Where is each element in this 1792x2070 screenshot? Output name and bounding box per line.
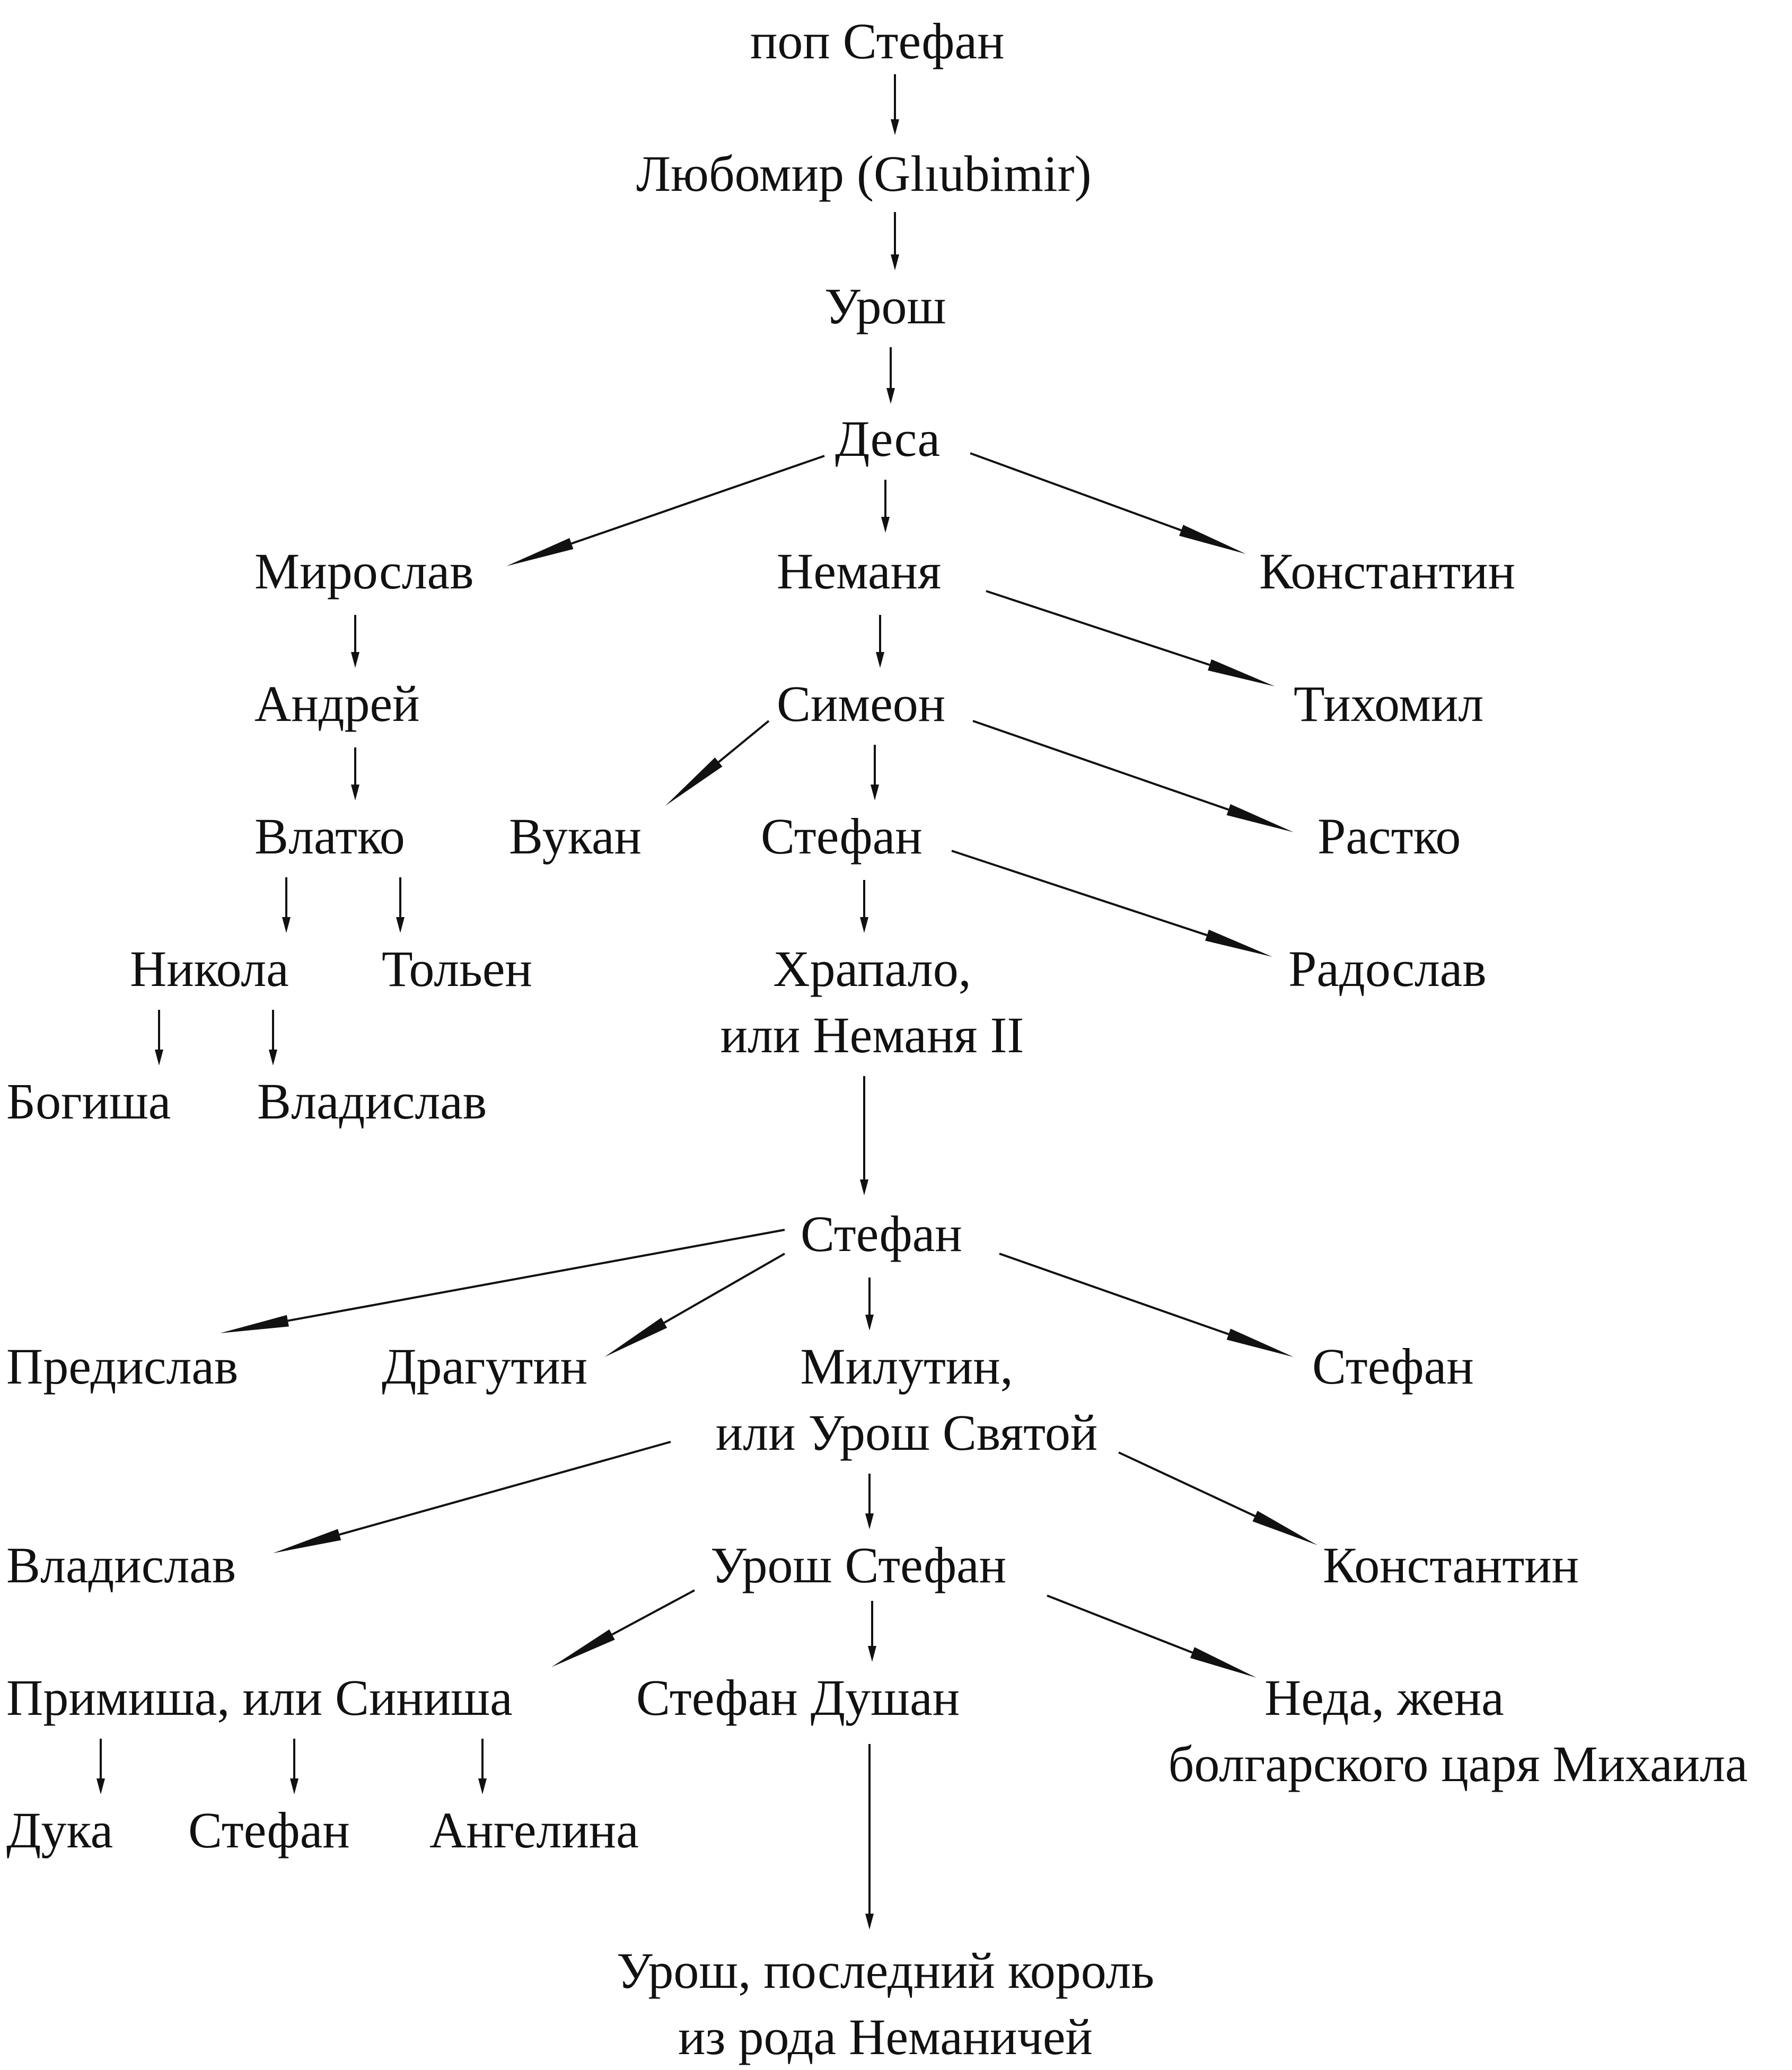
arrowhead-17 bbox=[155, 1050, 163, 1065]
connector-line-5 bbox=[970, 452, 1182, 532]
connector-line-10 bbox=[718, 720, 770, 763]
node-lyubomir: Любомир (Glıubimir) bbox=[636, 145, 1092, 202]
node-vukan: Вукан bbox=[509, 808, 642, 865]
connector-line-29 bbox=[1047, 1595, 1193, 1654]
connector-line-3 bbox=[571, 455, 825, 545]
arrowhead-20 bbox=[220, 1315, 289, 1333]
node-simeon: Симеон bbox=[777, 675, 946, 732]
node-neda-line-1: Неда, жена bbox=[1264, 1669, 1504, 1726]
arrowhead-27 bbox=[551, 1629, 615, 1667]
connector-line-16 bbox=[951, 850, 1208, 937]
arrowhead-5 bbox=[1179, 525, 1246, 554]
arrowhead-15 bbox=[860, 917, 868, 933]
node-konstantin-2: Константин bbox=[1323, 1537, 1579, 1593]
node-urosh-last-line-2: из рода Неманичей bbox=[678, 2009, 1093, 2065]
arrowhead-14 bbox=[396, 917, 405, 933]
node-vlatko: Влатко bbox=[254, 808, 405, 865]
connector-line-27 bbox=[611, 1589, 695, 1636]
connector-line-26 bbox=[1118, 1451, 1256, 1517]
node-predislav: Предислав bbox=[6, 1338, 239, 1395]
arrowhead-8 bbox=[1208, 659, 1275, 686]
arrowhead-23 bbox=[1226, 1328, 1294, 1357]
arrowhead-9 bbox=[351, 785, 359, 800]
arrowhead-0 bbox=[891, 119, 899, 135]
arrowhead-11 bbox=[871, 785, 879, 800]
node-nemanya: Неманя bbox=[777, 543, 942, 600]
node-desa: Деса bbox=[835, 410, 941, 467]
node-neda-line-2: болгарского царя Михаила bbox=[1168, 1736, 1748, 1792]
node-vladislav-1: Владислав bbox=[257, 1073, 487, 1130]
arrowhead-22 bbox=[865, 1315, 874, 1331]
arrowhead-26 bbox=[1252, 1511, 1317, 1545]
node-urosh-1: Урош bbox=[824, 278, 946, 334]
node-duka: Дука bbox=[6, 1802, 113, 1858]
arrowhead-18 bbox=[269, 1050, 277, 1065]
node-urosh-last: Урош, последний король из рода Неманичей bbox=[573, 1937, 1198, 2070]
node-dragutin: Драгутин bbox=[382, 1338, 588, 1395]
node-rastko: Растко bbox=[1317, 808, 1461, 865]
node-neda: Неда, жена болгарского царя Михаила bbox=[1135, 1664, 1781, 1797]
arrowhead-10 bbox=[665, 757, 723, 806]
arrowhead-6 bbox=[351, 652, 359, 668]
arrowhead-12 bbox=[1226, 804, 1294, 832]
arrowhead-13 bbox=[282, 917, 291, 933]
connector-line-8 bbox=[986, 590, 1210, 666]
arrowhead-30 bbox=[96, 1778, 105, 1794]
arrowhead-7 bbox=[876, 652, 884, 668]
node-tihomil: Тихомил bbox=[1294, 675, 1484, 732]
node-milutin: Милутин, или Урош Святой bbox=[668, 1333, 1145, 1466]
node-vladislav-2: Владислав bbox=[6, 1537, 236, 1593]
connector-line-20 bbox=[287, 1229, 785, 1322]
arrowhead-19 bbox=[860, 1179, 868, 1195]
arrowhead-29 bbox=[1190, 1647, 1257, 1678]
node-milutin-line-2: или Урош Святой bbox=[715, 1404, 1098, 1461]
node-stefan-3: Стефан bbox=[1312, 1338, 1474, 1395]
node-stefan-dushan: Стефан Душан bbox=[636, 1669, 960, 1726]
arrowhead-25 bbox=[865, 1513, 874, 1529]
node-hrapalo-line-2: или Неманя II bbox=[720, 1007, 1024, 1063]
arrowhead-32 bbox=[478, 1778, 487, 1794]
arrowhead-4 bbox=[881, 517, 890, 533]
node-primisha: Примиша, или Синиша bbox=[6, 1669, 513, 1726]
node-radoslav: Радослав bbox=[1288, 940, 1487, 997]
connector-line-12 bbox=[972, 720, 1229, 811]
node-hrapalo-line-1: Храпало, bbox=[773, 940, 971, 997]
arrowhead-31 bbox=[290, 1778, 298, 1794]
node-stefan-4: Стефан bbox=[188, 1802, 350, 1858]
node-urosh-last-line-1: Урош, последний король bbox=[616, 1942, 1155, 1999]
node-urosh-stefan: Урош Стефан bbox=[710, 1537, 1007, 1593]
node-milutin-line-1: Милутин, bbox=[800, 1338, 1013, 1395]
node-andrey: Андрей bbox=[254, 675, 420, 732]
arrowhead-1 bbox=[891, 254, 899, 270]
node-tolen: Тольен bbox=[382, 940, 532, 997]
node-stefan-1: Стефан bbox=[761, 808, 923, 865]
arrowhead-16 bbox=[1205, 929, 1272, 957]
node-pop-stefan: поп Стефан bbox=[750, 13, 1005, 69]
arrowhead-21 bbox=[604, 1317, 667, 1357]
connector-line-23 bbox=[999, 1253, 1229, 1335]
node-miroslav: Мирослав bbox=[254, 543, 474, 600]
node-nikola: Никола bbox=[130, 940, 289, 997]
node-konstantin-1: Константин bbox=[1259, 543, 1516, 600]
connector-line-21 bbox=[663, 1253, 785, 1324]
arrowhead-2 bbox=[886, 388, 895, 404]
arrowhead-24 bbox=[273, 1529, 341, 1553]
node-angelina: Ангелина bbox=[429, 1802, 639, 1858]
connector-line-24 bbox=[339, 1441, 671, 1536]
arrowhead-3 bbox=[506, 538, 574, 566]
node-bogisha: Богиша bbox=[6, 1073, 171, 1130]
arrowhead-33 bbox=[865, 1914, 874, 1930]
node-hrapalo: Храпало, или Неманя II bbox=[687, 936, 1058, 1068]
arrowhead-28 bbox=[868, 1646, 876, 1662]
node-stefan-2: Стефан bbox=[801, 1205, 962, 1262]
